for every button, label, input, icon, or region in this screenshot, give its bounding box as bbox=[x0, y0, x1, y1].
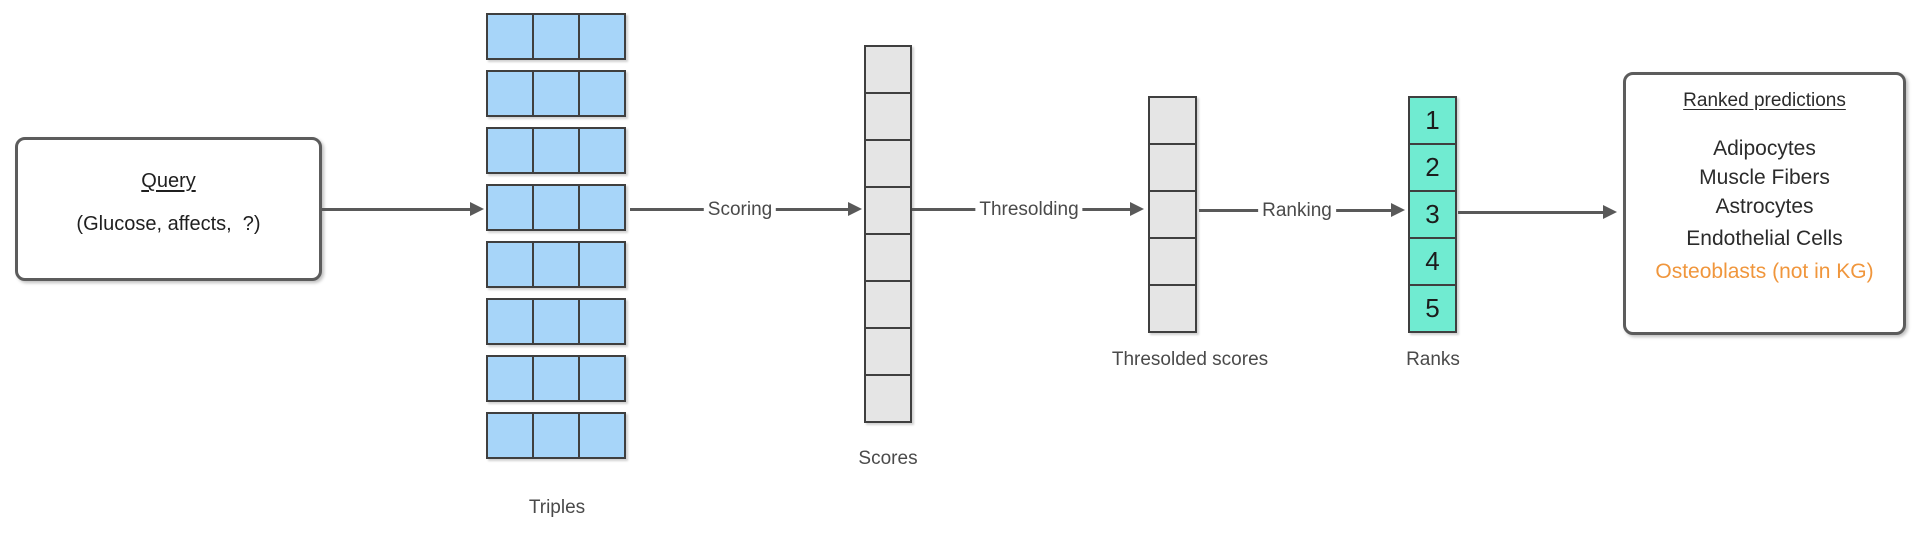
prediction-item: Muscle Fibers bbox=[1699, 166, 1830, 189]
prediction-item: Astrocytes bbox=[1715, 195, 1814, 218]
triple-cell bbox=[578, 355, 626, 402]
rank-cell: 3 bbox=[1408, 190, 1457, 239]
triple-cell bbox=[578, 412, 626, 459]
triple-cell bbox=[486, 355, 534, 402]
triple-cell bbox=[578, 184, 626, 231]
arrowhead-ranking bbox=[1391, 203, 1405, 217]
arrowhead-ranks-to-predictions bbox=[1603, 205, 1617, 219]
query-body: (Glucose, affects, ?) bbox=[76, 213, 261, 235]
triple-cell bbox=[486, 70, 534, 117]
query-title: Query bbox=[141, 170, 196, 192]
score-cell bbox=[864, 280, 912, 329]
thresolded-score-cell bbox=[1148, 143, 1197, 192]
arrowhead-scoring bbox=[848, 202, 862, 216]
triple-cell bbox=[486, 241, 534, 288]
prediction-item: Osteoblasts (not in KG) bbox=[1655, 260, 1874, 283]
triples-label: Triples bbox=[528, 497, 586, 518]
triple-cell bbox=[532, 184, 580, 231]
triples-grid bbox=[486, 13, 626, 469]
query-box: Query (Glucose, affects, ?) bbox=[15, 137, 322, 281]
triple-cell bbox=[532, 355, 580, 402]
rank-cell: 4 bbox=[1408, 237, 1457, 286]
thresolded-score-cell bbox=[1148, 237, 1197, 286]
arrow-query-to-triples bbox=[322, 208, 472, 211]
scores-column bbox=[864, 45, 912, 423]
thresolded-scores-column bbox=[1148, 96, 1197, 333]
triple-row bbox=[486, 127, 626, 174]
score-cell bbox=[864, 233, 912, 282]
score-cell bbox=[864, 186, 912, 235]
triple-cell bbox=[486, 13, 534, 60]
triple-cell bbox=[578, 298, 626, 345]
triple-cell bbox=[532, 13, 580, 60]
score-cell bbox=[864, 92, 912, 141]
triple-cell bbox=[486, 127, 534, 174]
triple-cell bbox=[532, 127, 580, 174]
scores-label: Scores bbox=[858, 448, 918, 469]
triple-cell bbox=[532, 241, 580, 288]
thresolded-score-cell bbox=[1148, 284, 1197, 333]
triple-row bbox=[486, 13, 626, 60]
triple-cell bbox=[486, 184, 534, 231]
thresolded-score-cell bbox=[1148, 190, 1197, 239]
thresolded-score-cell bbox=[1148, 96, 1197, 145]
triple-row bbox=[486, 184, 626, 231]
triple-cell bbox=[532, 70, 580, 117]
ranked-predictions-title: Ranked predictions bbox=[1683, 90, 1846, 111]
triple-row bbox=[486, 241, 626, 288]
score-cell bbox=[864, 45, 912, 94]
triple-row bbox=[486, 355, 626, 402]
thresolded-scores-label: Thresolded scores bbox=[1111, 349, 1269, 370]
arrowhead-query-to-triples bbox=[470, 202, 484, 216]
triple-cell bbox=[578, 13, 626, 60]
rank-cell: 5 bbox=[1408, 284, 1457, 333]
triple-cell bbox=[532, 412, 580, 459]
triple-cell bbox=[532, 298, 580, 345]
arrow-ranks-to-predictions bbox=[1458, 211, 1605, 214]
ranking-label: Ranking bbox=[1258, 200, 1336, 222]
triple-cell bbox=[578, 70, 626, 117]
prediction-item: Endothelial Cells bbox=[1686, 227, 1843, 250]
ranks-label: Ranks bbox=[1406, 349, 1460, 370]
rank-cell: 1 bbox=[1408, 96, 1457, 145]
triple-cell bbox=[486, 412, 534, 459]
triple-row bbox=[486, 412, 626, 459]
score-cell bbox=[864, 374, 912, 423]
triple-row bbox=[486, 70, 626, 117]
prediction-item: Adipocytes bbox=[1713, 137, 1816, 160]
arrowhead-thresolding bbox=[1130, 202, 1144, 216]
rank-cell: 2 bbox=[1408, 143, 1457, 192]
score-cell bbox=[864, 327, 912, 376]
thresolding-label: Thresolding bbox=[975, 199, 1083, 221]
triple-cell bbox=[578, 241, 626, 288]
triple-cell bbox=[486, 298, 534, 345]
score-cell bbox=[864, 139, 912, 188]
scoring-label: Scoring bbox=[703, 199, 777, 221]
triple-row bbox=[486, 298, 626, 345]
triple-cell bbox=[578, 127, 626, 174]
